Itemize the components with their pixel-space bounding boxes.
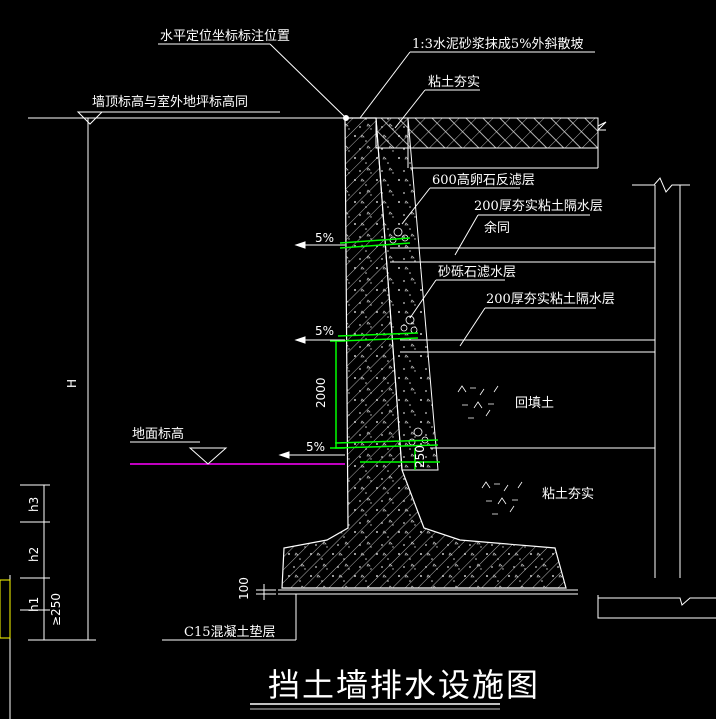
- diagram-title: 挡土墙排水设施图: [268, 666, 540, 704]
- h1-label: h1: [27, 597, 41, 612]
- label-wall-top-elevation: 墙顶标高与室外地坪标高同: [92, 94, 248, 110]
- right-cut-line: [597, 177, 716, 619]
- cushion-dimension: [256, 584, 276, 600]
- label-backfill: 回填土: [515, 396, 554, 411]
- label-cushion: C15混凝土垫层: [184, 624, 276, 640]
- min-250-label: ≥250: [49, 593, 63, 626]
- title-underline: [250, 703, 500, 710]
- label-waterproof-200-b: 200厚夯实粘土隔水层: [486, 292, 615, 307]
- label-gravel-filter: 砂砾石滤水层: [438, 265, 516, 280]
- h3-label: h3: [27, 497, 41, 512]
- label-waterproof-200-a: 200厚夯实粘土隔水层: [474, 199, 603, 214]
- label-compacted-clay-bottom: 粘土夯实: [542, 487, 594, 502]
- label-compacted-clay-top: 粘土夯实: [428, 75, 480, 90]
- slope-label-2: 5%: [315, 324, 334, 338]
- drain-pipes: [330, 237, 440, 470]
- label-same-as-above: 余同: [484, 220, 510, 236]
- slope-arrows: [278, 241, 345, 459]
- label-top-slope: 1:3水泥砂浆抹成5%外斜散坡: [412, 37, 584, 52]
- cushion-thickness-label: 100: [237, 577, 251, 600]
- slope-label-1: 5%: [315, 231, 334, 245]
- top-clay-layer: [375, 117, 607, 169]
- label-horizontal-positioning: 水平定位坐标标注位置: [160, 29, 290, 44]
- height-dimension: [28, 117, 96, 641]
- backfill-symbols: [457, 385, 523, 515]
- label-ground-elevation: 地面标高: [132, 426, 184, 442]
- spacing-label: 2000: [314, 377, 328, 408]
- dim-250-label: 250: [413, 445, 427, 468]
- ground-line: [130, 441, 345, 465]
- concrete-cushion: [278, 589, 578, 595]
- h2-label: h2: [27, 547, 41, 562]
- waterproof-bands: [390, 247, 655, 449]
- leader-lines: [158, 43, 596, 641]
- height-label: H: [65, 379, 79, 388]
- wall-top-elevation: [28, 111, 349, 125]
- h-dimensions: [0, 484, 50, 719]
- label-filter-600: 600高卵石反滤层: [432, 172, 535, 188]
- slope-label-3: 5%: [306, 440, 325, 454]
